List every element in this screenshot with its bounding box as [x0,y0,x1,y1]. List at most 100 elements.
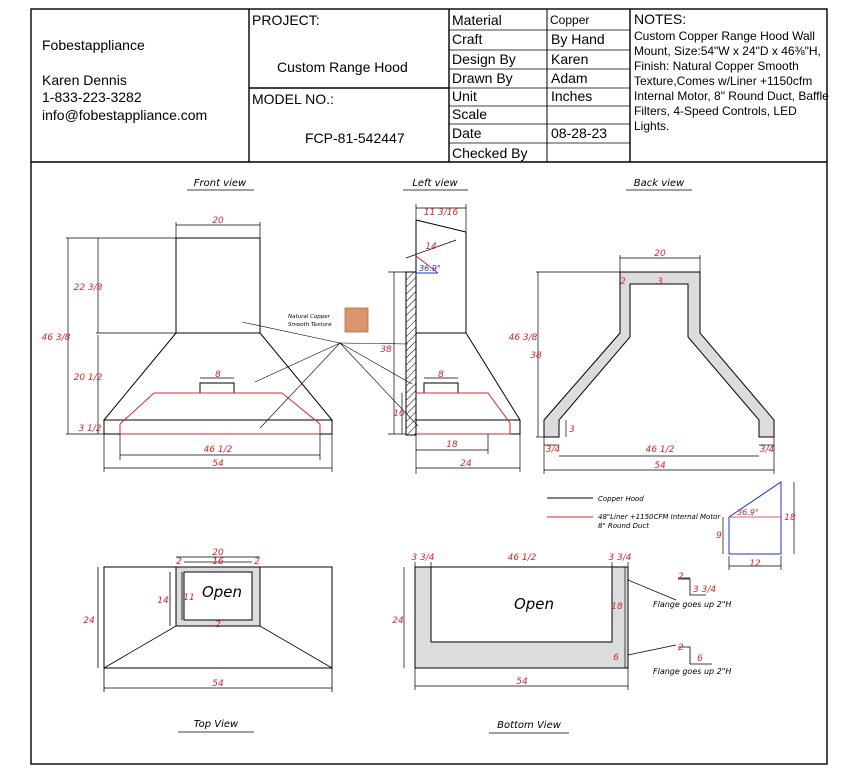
dim-front-slope-h: 20 1/2 [74,373,103,383]
dim-back-h: 38 [530,351,542,361]
dim-top-11: 11 [183,593,194,603]
dim-top-2b: 2 [254,557,260,567]
dim-front-chimney-w: 20 [212,216,224,226]
field-unit-value: Inches [551,88,593,104]
angle-detail: 36.9° 18 9 12 [716,481,796,570]
dim-back-34b: 3/4 [760,445,775,455]
copper-swatch [344,307,369,333]
dim-back-3: 3 [569,425,575,435]
dim-top-24: 24 [83,616,95,626]
dim-fl-6: 6 [697,654,703,664]
field-material-value: Copper [550,13,590,27]
dim-fl-2b: 2 [678,643,684,653]
legend: Copper Hood 48"Liner +1150CFM Internal M… [547,495,721,530]
dim-bot-18: 18 [611,602,623,612]
dim-back-w: 20 [654,249,666,259]
dim-back-34a: 3/4 [546,445,561,455]
field-material-label: Material [452,12,502,28]
dim-small-h: 18 [784,513,796,523]
dim-fl-2a: 2 [678,572,684,582]
dim-left-10: 10 [393,409,405,419]
bottom-view-dims: 3 3/4 46 1/2 3 3/4 24 18 6 54 2 3 3/4 2 … [392,553,716,687]
field-date-label: Date [452,125,482,141]
legend-liner-line2: 8" Round Duct [598,522,649,530]
dim-small-9: 9 [716,531,722,541]
open-label-top: Open [202,583,242,601]
field-design-value: Karen [551,51,589,67]
title-front-view: Front view [194,178,247,189]
view-title-underlines [178,189,692,734]
field-design-label: Design By [452,51,516,67]
legend-liner-line1: 48"Liner +1150CFM Internal Motor [598,513,721,521]
field-scale-label: Scale [452,106,488,122]
legend-copper-hood: Copper Hood [598,495,644,503]
finish-line2: Smooth Texture [288,322,332,328]
left-view [388,204,521,474]
dim-bot-34b: 3 3/4 [608,553,631,563]
top-view [97,556,333,692]
dim-bot-6: 6 [613,653,619,663]
dim-front-total-w: 54 [212,459,224,469]
dim-left-motor: 8 [438,370,444,380]
title-back-view: Back view [634,178,685,189]
dim-bot-34a: 3 3/4 [411,553,434,563]
dim-left-h: 38 [380,345,392,355]
field-craft-value: By Hand [551,31,605,47]
project-value: Custom Range Hood [277,59,408,75]
field-drawn-value: Adam [551,70,588,86]
dim-front-motor: 8 [215,370,221,380]
back-view-dims: 20 2 3 46 3/8 38 3 3/4 46 1/2 3/4 54 [509,249,775,471]
model-label: MODEL NO.: [252,91,334,107]
notes-title: NOTES: [634,11,687,27]
open-label-bottom: Open [514,595,554,613]
dim-front-total-h: 46 3/8 [42,333,71,343]
dim-bot-465: 46 1/2 [508,553,537,563]
title-bottom-view: Bottom View [497,720,562,731]
contact-name: Karen Dennis [42,72,127,88]
back-view [536,255,775,474]
dim-left-liner: 18 [446,440,458,450]
front-view [66,222,334,472]
dim-top-14: 14 [157,596,169,606]
flange-note-2: Flange goes up 2"H [653,667,731,676]
dim-front-base-h: 3 1/2 [78,424,101,434]
dim-left-slope: 14 [425,242,437,252]
field-drawn-label: Drawn By [452,70,513,86]
field-date-value: 08-28-23 [551,125,608,141]
top-view-dims: 20 16 2 2 14 11 2 24 54 [83,548,260,689]
field-craft-label: Craft [452,31,483,47]
angle-detail-label: 36.9° [737,508,759,517]
dim-bot-54: 54 [516,677,528,687]
dim-back-465: 46 1/2 [646,445,675,455]
dim-bot-24: 24 [392,616,404,626]
dim-top-2c: 2 [215,620,221,630]
model-value: FCP-81-542447 [305,130,405,146]
dim-front-chimney-h: 22 3/8 [74,283,103,293]
dim-left-top: 11 3/16 [424,208,459,218]
dim-front-liner-w: 46 1/2 [204,445,233,455]
flange-note-1: Flange goes up 2"H [653,600,731,609]
angle-left: 36.9° [419,264,441,273]
dim-fl-34: 3 3/4 [693,585,716,595]
dim-top-16: 16 [212,557,224,567]
dim-back-total-h: 46 3/8 [509,333,538,343]
contact-phone: 1-833-223-3282 [42,89,142,105]
dim-left-depth: 24 [460,459,472,469]
field-unit-label: Unit [452,88,477,104]
project-label: PROJECT: [252,12,320,28]
dim-top-20: 20 [212,548,224,558]
contact-email: info@fobestappliance.com [42,107,208,123]
finish-callout: Natural Copper Smooth Texture [241,307,419,429]
view-titles: Front view Left view Back view Top View … [194,178,685,731]
left-view-dims: 11 3/16 14 36.9° 38 10 8 18 24 [380,208,472,469]
dim-top-54: 54 [212,679,224,689]
dim-top-2a: 2 [176,557,182,567]
dim-back-wall1: 2 [620,277,626,287]
company-name: Fobestappliance [42,37,145,53]
finish-line1: Natural Copper [288,314,331,320]
dim-back-wall2: 3 [657,277,663,287]
title-left-view: Left view [412,178,458,189]
notes-text: Custom Copper Range Hood Wall Mount, Siz… [634,29,829,133]
title-top-view: Top View [194,719,239,730]
